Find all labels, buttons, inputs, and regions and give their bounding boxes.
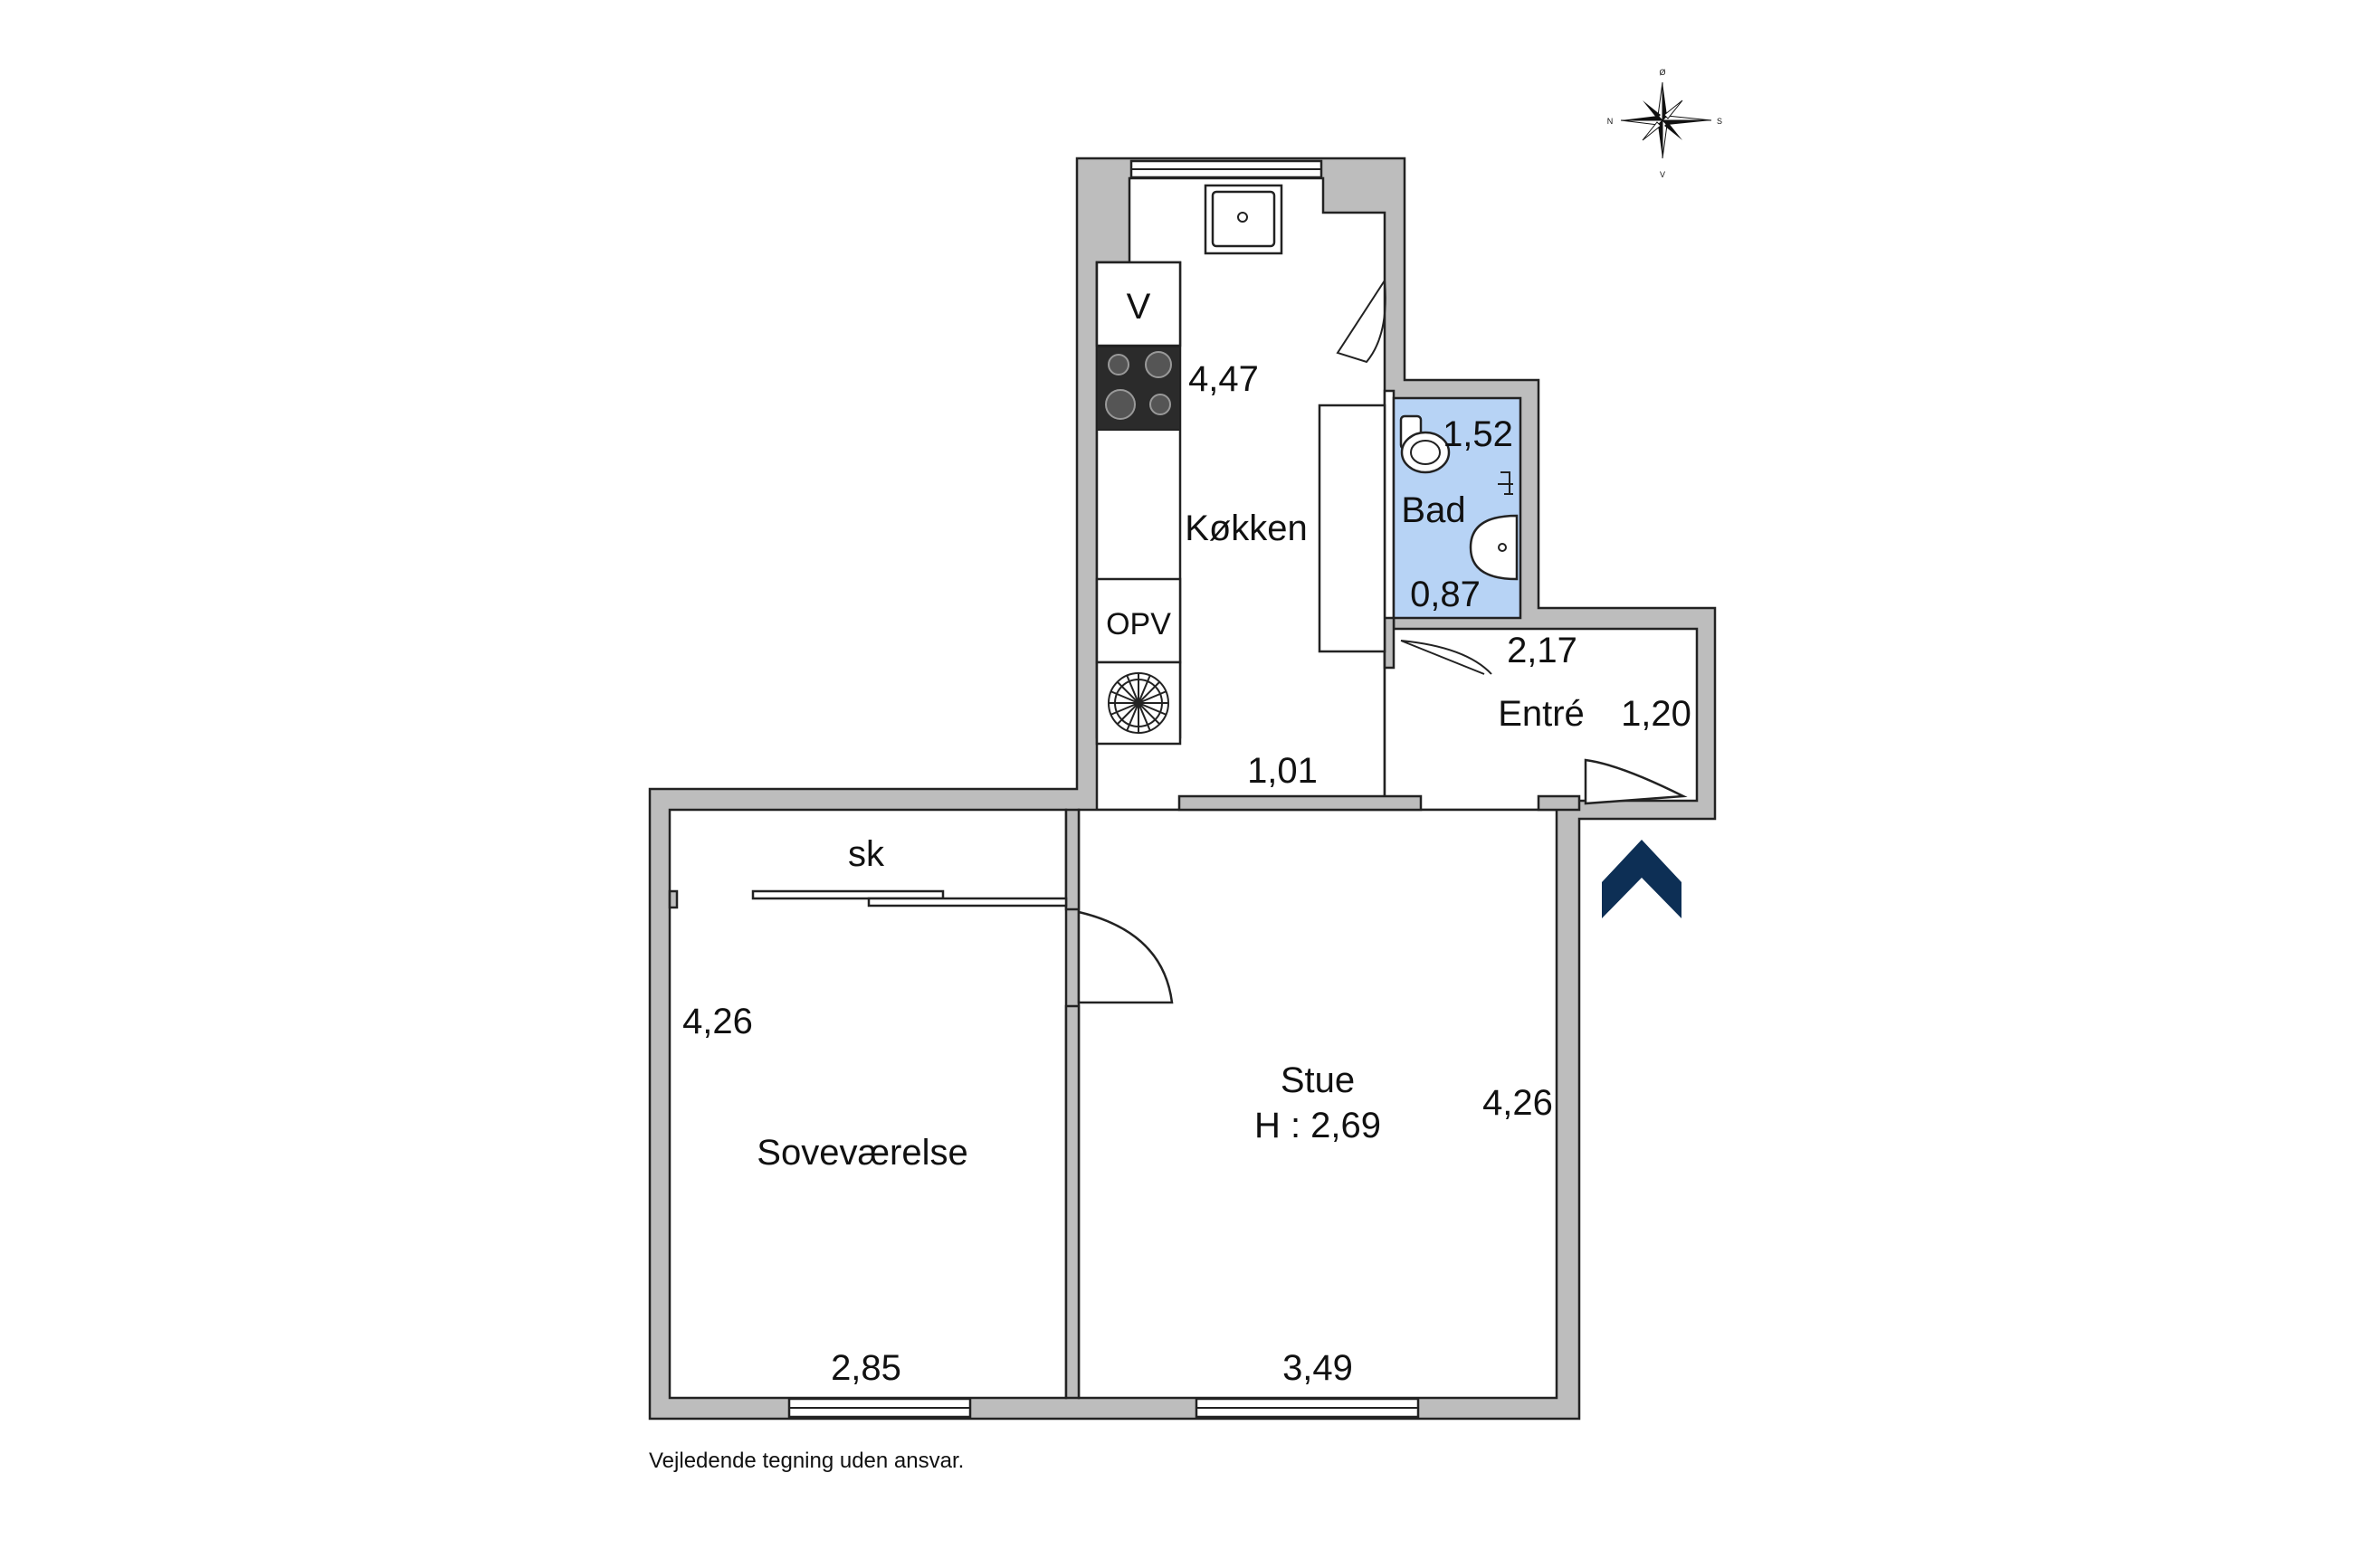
kitchen-cabinet xyxy=(1318,404,1386,653)
entrance-marker-icon xyxy=(1602,840,1681,918)
shower-icon xyxy=(1498,471,1513,495)
dishwasher-box: OPV xyxy=(1095,577,1182,664)
bath-door xyxy=(1400,640,1492,675)
entrance-label: Entré xyxy=(1498,694,1585,734)
kitchen-label: Køkken xyxy=(1185,508,1308,548)
living-height-label: H : 2,69 xyxy=(1254,1106,1381,1145)
compass-rose-icon: Ø V N S xyxy=(1607,68,1722,179)
bedroom-width-label: 2,85 xyxy=(831,1348,901,1388)
bath-wall-bottom xyxy=(1383,616,1396,670)
window-bedroom xyxy=(787,1397,972,1419)
sink-icon xyxy=(1204,184,1283,255)
dishwasher-label: OPV xyxy=(1106,607,1171,641)
living-label: Stue xyxy=(1281,1060,1355,1100)
compass-south: S xyxy=(1717,117,1722,126)
washer-label: V xyxy=(1127,287,1151,327)
kitchen-width-label: 1,01 xyxy=(1247,751,1318,791)
bedroom-label: Soveværelse xyxy=(757,1133,967,1173)
entrance-length-label: 2,17 xyxy=(1507,631,1577,670)
entrance-width-label: 1,20 xyxy=(1621,694,1691,734)
kitchen-length-label: 4,47 xyxy=(1188,359,1259,399)
kitchen-living-wall xyxy=(1177,794,1423,812)
kitchen-door xyxy=(1336,280,1386,364)
fan-icon xyxy=(1095,660,1182,746)
living-width-label: 3,49 xyxy=(1282,1348,1353,1388)
compass-east: Ø xyxy=(1659,68,1665,77)
bath-label: Bad xyxy=(1401,490,1465,530)
window-living xyxy=(1195,1397,1420,1419)
toilet-icon xyxy=(1399,414,1451,474)
window-kitchen xyxy=(1129,159,1323,179)
disclaimer-text: Vejledende tegning uden ansvar. xyxy=(649,1449,964,1473)
wardrobe-label: sk xyxy=(848,834,885,874)
living-length-label: 4,26 xyxy=(1482,1083,1553,1123)
washer-box: V xyxy=(1095,261,1182,347)
bath-width-label: 0,87 xyxy=(1410,575,1481,614)
wardrobe-sliding-doors xyxy=(668,889,1068,909)
stove-icon xyxy=(1096,346,1181,431)
bedroom-living-wall-lower xyxy=(1064,1004,1081,1400)
washbasin-icon xyxy=(1469,514,1519,581)
entrance-living-wall xyxy=(1537,794,1581,812)
bedroom-living-wall xyxy=(1064,808,1081,911)
entrance-door xyxy=(1584,758,1688,805)
compass-west: V xyxy=(1660,170,1665,179)
bath-length-label: 1,52 xyxy=(1443,414,1513,454)
compass-north: N xyxy=(1607,117,1614,126)
bedroom-door xyxy=(1077,910,1174,1004)
bedroom-length-label: 4,26 xyxy=(682,1002,753,1041)
